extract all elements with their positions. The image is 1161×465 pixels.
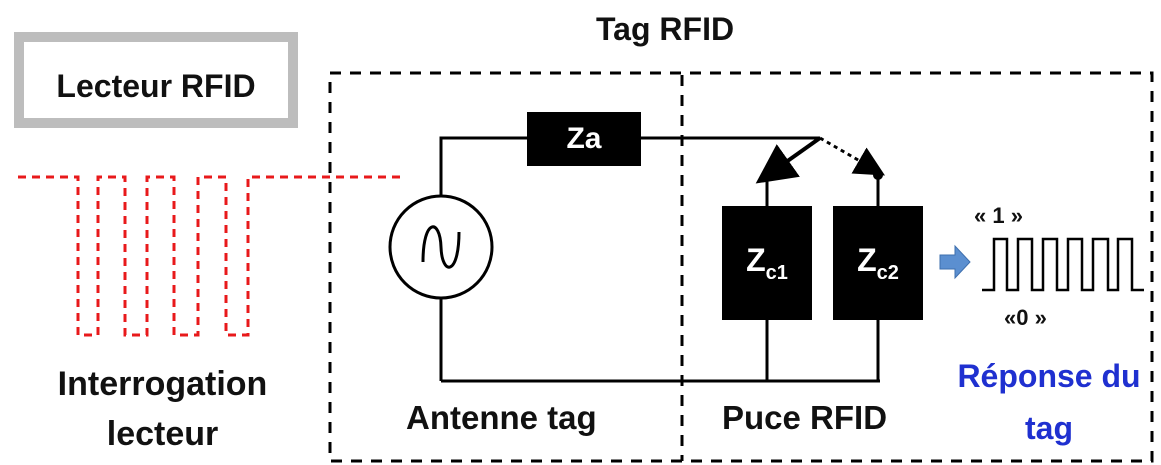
zc2-component: Zc2	[833, 206, 923, 320]
zc1-label: Zc1	[746, 241, 788, 284]
reader-box: Lecteur RFID	[14, 32, 298, 128]
signal-high-label: « 1 »	[974, 203, 1023, 228]
contact-zc2	[873, 170, 883, 180]
response-label-line2: tag	[1025, 410, 1073, 446]
tag-region-border	[328, 71, 1154, 463]
zc2-label: Zc2	[857, 241, 899, 284]
reader-interrogation-line2: lecteur	[106, 415, 219, 453]
za-component: Za	[527, 112, 641, 166]
response-arrow-icon	[939, 244, 971, 280]
response-label-line1: Réponse du	[957, 358, 1141, 394]
za-label: Za	[566, 122, 602, 155]
tag-title: Tag RFID	[596, 11, 735, 47]
reader-signal-waveform	[18, 175, 400, 337]
circuit-wires	[439, 136, 880, 383]
signal-low-label: «0 »	[1004, 305, 1047, 330]
response-waveform	[982, 237, 1144, 292]
wire-left-top	[439, 136, 527, 197]
reader-interrogation-line1: Interrogation	[57, 365, 268, 403]
reader-box-label: Lecteur RFID	[56, 68, 256, 104]
antenna-label: Antenne tag	[406, 399, 597, 436]
switch-arrow-active	[755, 136, 822, 184]
contact-zc1	[762, 170, 772, 180]
ac-source-icon	[388, 194, 494, 300]
chip-label: Puce RFID	[722, 399, 888, 436]
switch-arrow-inactive	[819, 136, 885, 176]
zc1-component: Zc1	[722, 206, 812, 320]
